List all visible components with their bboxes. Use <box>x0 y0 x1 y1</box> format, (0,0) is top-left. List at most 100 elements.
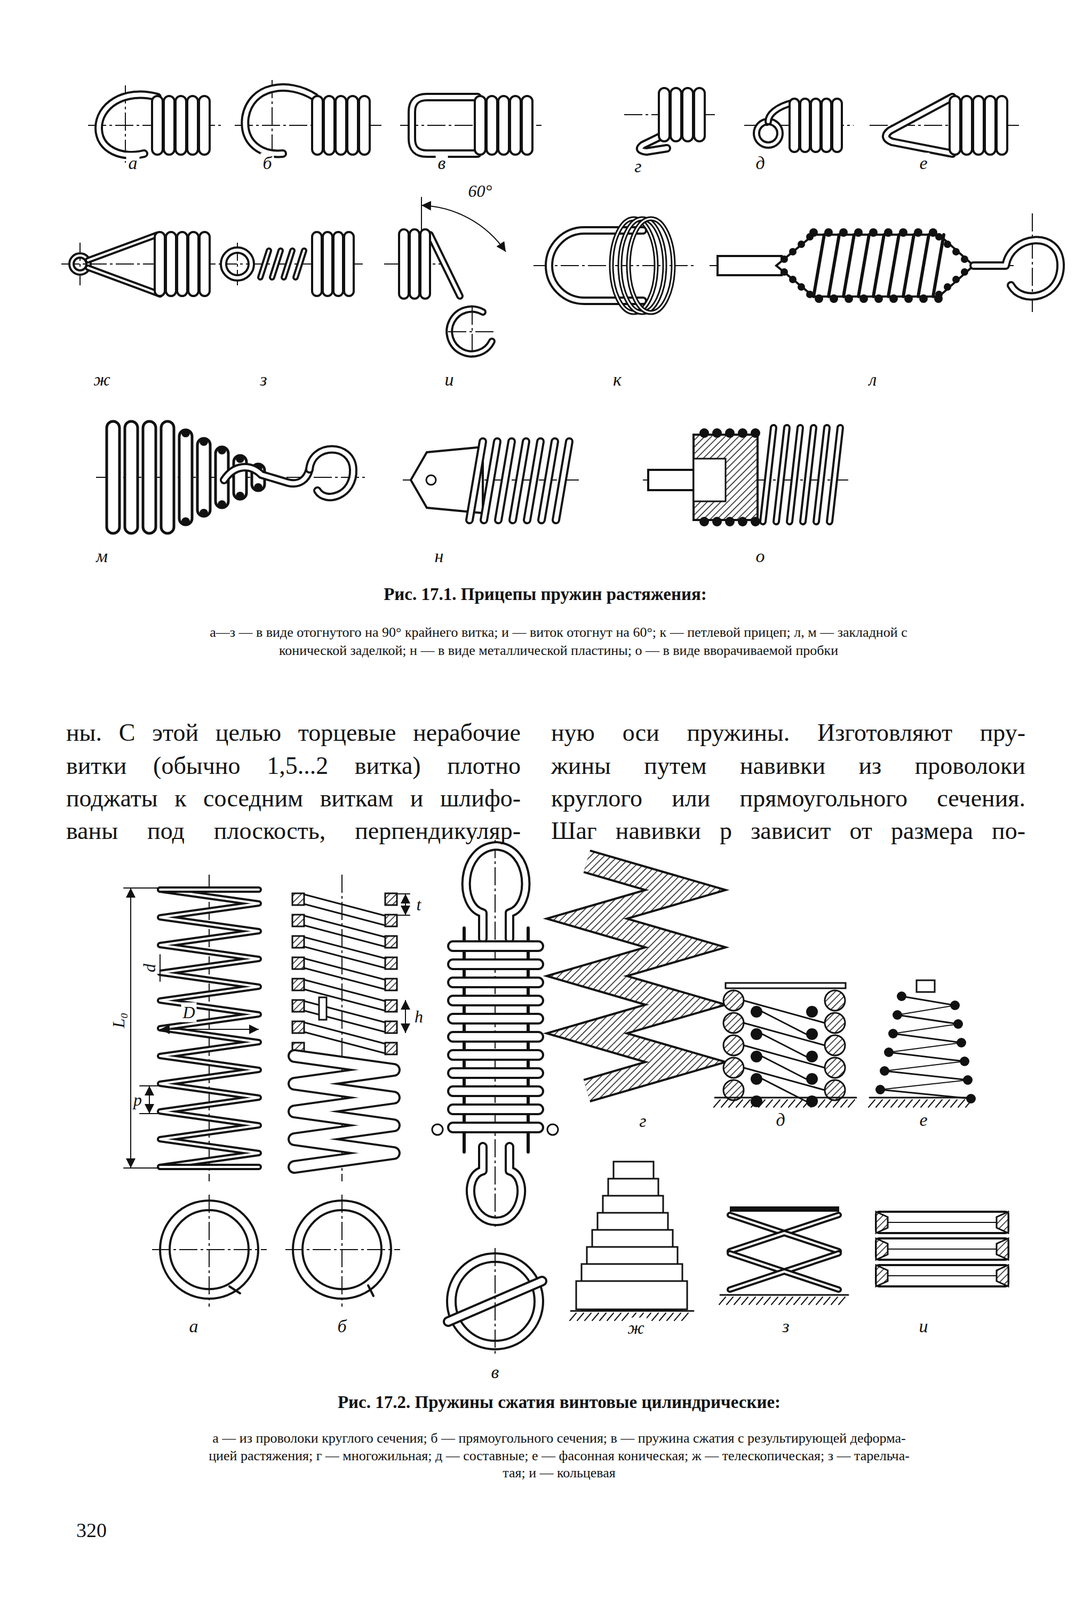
ground-hatch <box>569 1313 577 1321</box>
ground-hatch <box>743 1100 751 1108</box>
wire-outline <box>973 240 1061 297</box>
wire-section <box>943 283 952 291</box>
wire-section-square <box>385 893 397 906</box>
ground-hatch <box>721 1100 728 1108</box>
ground-line <box>720 1294 849 1297</box>
wire-end <box>432 1124 443 1136</box>
wire-section <box>935 233 943 241</box>
wire-outline <box>469 441 483 521</box>
ground-hatch <box>771 1297 778 1305</box>
ground-hatch <box>928 1100 935 1108</box>
outer-wire-section <box>723 1057 744 1079</box>
dimension-line <box>148 1086 150 1114</box>
wire-core <box>483 441 498 521</box>
ground-hatch <box>808 1297 816 1305</box>
dimension-line <box>130 888 132 1169</box>
ground-hatch <box>666 1313 674 1321</box>
ground-hatch <box>883 1100 890 1108</box>
coil-edge <box>304 968 386 990</box>
ground-hatch <box>801 1297 808 1305</box>
wire-core <box>295 250 305 278</box>
threaded-plug <box>693 434 758 521</box>
wire-core <box>762 427 774 522</box>
wire-section-square <box>292 957 305 970</box>
wire-outline <box>294 1056 394 1168</box>
wire-section <box>824 228 833 237</box>
figure-letter: г <box>636 1110 649 1132</box>
wire-section <box>235 491 245 501</box>
wire-core <box>776 427 787 522</box>
ground-hatch <box>965 1100 973 1108</box>
coil-turn <box>399 229 409 299</box>
ring-joint <box>887 1275 997 1277</box>
wire-outline <box>160 1164 259 1171</box>
coil-turn <box>832 98 842 153</box>
wire-outline <box>88 267 161 295</box>
ground-hatch <box>868 1100 875 1108</box>
ground-hatch <box>758 1100 766 1108</box>
extension-line <box>420 197 422 235</box>
wire-core <box>160 1166 259 1169</box>
coil-turn <box>800 98 810 153</box>
wire-core <box>260 250 269 278</box>
wire-section-square <box>385 1021 397 1034</box>
ground-hatch <box>823 1297 831 1305</box>
plug-shank <box>648 470 697 491</box>
figure-letter: н <box>432 545 447 567</box>
coil-edge <box>888 1052 965 1062</box>
coil-turn <box>177 232 188 297</box>
ground-hatch <box>681 1313 689 1321</box>
wire-outline <box>776 427 787 522</box>
coil-edge <box>762 1012 807 1035</box>
wire-end <box>229 1286 241 1294</box>
extension-line <box>397 914 410 917</box>
coil-edge <box>304 894 386 917</box>
body-text: ны. С этой целью торцевые нерабочие <box>66 719 521 748</box>
coil-turn <box>188 232 199 297</box>
wire-section-square <box>385 914 397 927</box>
wire-section <box>750 428 761 439</box>
wire-end <box>368 1285 374 1297</box>
ground-hatch <box>786 1297 793 1305</box>
coil-edge <box>304 1032 386 1054</box>
wire-section <box>854 228 863 237</box>
wire-section <box>181 428 190 438</box>
figure-letter: д <box>753 152 767 174</box>
wire-core <box>527 441 541 521</box>
wire-core <box>512 441 527 521</box>
loop-turn-outline <box>628 218 674 313</box>
wire-section <box>874 294 883 304</box>
ring-section <box>876 1212 888 1234</box>
figure-caption: Рис. 17.2. Пружины сжатия винтовые цилин… <box>337 1392 781 1414</box>
wire-end <box>547 1124 559 1136</box>
coil-turn <box>984 96 996 155</box>
caption-legend: цией растяжения; г — многожильная; д — с… <box>208 1448 910 1465</box>
wire-section <box>960 268 969 276</box>
figure-letter: м <box>93 545 110 567</box>
wire-section <box>789 248 797 256</box>
ground-hatch <box>825 1100 833 1108</box>
center-line <box>208 1195 210 1308</box>
center-line <box>341 1195 343 1308</box>
coil-turn <box>448 959 544 970</box>
wire-outline <box>886 97 953 154</box>
body-text: Шаг навивки p зависит от размера по- <box>551 817 1026 846</box>
caption-legend: а—з — в виде отогнутого на 90° крайнего … <box>209 624 907 641</box>
wire-outline <box>527 441 541 521</box>
ground-hatch <box>950 1100 958 1108</box>
wire-end <box>319 997 327 1021</box>
coil-turn <box>498 96 509 155</box>
body-text: ваны под плоскость, перпендикуляр- <box>66 817 521 846</box>
coil-turn <box>152 96 163 155</box>
coil-turn <box>813 234 825 297</box>
figure-letter: з <box>257 369 269 390</box>
coil-turn <box>888 234 899 297</box>
coil-edge <box>304 937 386 959</box>
figure-letter: а <box>187 1316 201 1337</box>
ground-hatch <box>943 1100 950 1108</box>
wire-outline <box>816 427 827 522</box>
coil-edge <box>304 1001 386 1023</box>
wire-section <box>884 228 893 237</box>
outer-wire-section <box>824 1035 846 1056</box>
coil-turn <box>448 1068 544 1079</box>
